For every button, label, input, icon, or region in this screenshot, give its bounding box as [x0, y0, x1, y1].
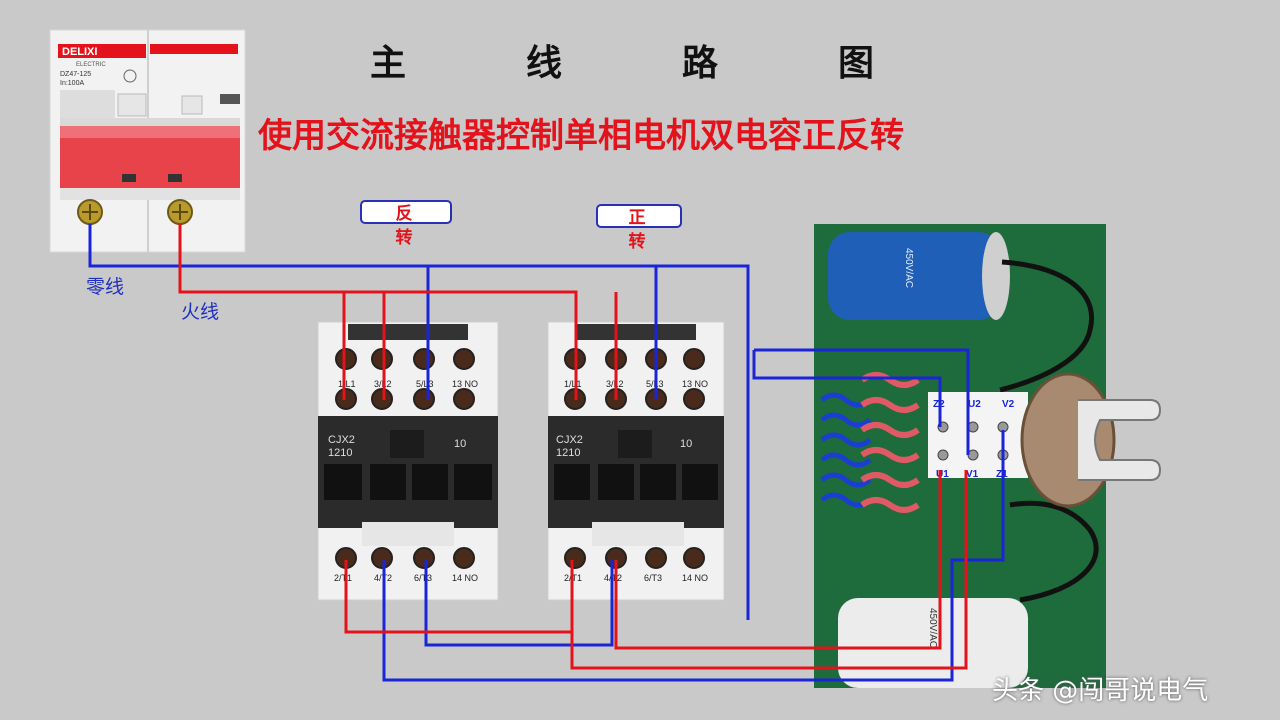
motor-terminal-label: V2: [1002, 399, 1015, 410]
aux-code: 10: [454, 438, 466, 450]
contactor-model: CJX2: [328, 434, 355, 446]
auxiliary-winding: [820, 392, 872, 508]
neutral-wire: [424, 560, 614, 647]
breaker-brand-sub: ELECTRIC: [76, 62, 106, 68]
terminal-label: 6/T3: [644, 573, 662, 583]
live-wire: [570, 470, 968, 670]
cert-mark-icon: [123, 69, 137, 83]
breaker-window-left: [117, 93, 147, 117]
neutral-wire: [382, 430, 1005, 682]
contactor-model-number: 1210: [556, 447, 580, 459]
breaker-spec-plate: [60, 90, 115, 118]
motor-terminal-label: U2: [968, 399, 981, 410]
breaker-brand-bar: [58, 44, 146, 58]
neutral-wire: [754, 348, 970, 455]
terminal-label: 14 NO: [682, 573, 708, 583]
breaker-top-bar-right: [150, 44, 238, 54]
watermark: 头条 @闯哥说电气: [992, 676, 1209, 706]
capacitor-marking: 450V/AC: [903, 248, 914, 288]
breaker-rating: In:100A: [60, 80, 84, 87]
terminal-label: 5/L3: [416, 379, 434, 389]
breaker-brand: DELIXI: [62, 46, 97, 58]
capacitor-marking: 450V/AC: [927, 608, 938, 648]
motor-panel: 450V/AC 450V/AC Z2 U2 V2 U1 V1 Z1: [814, 224, 1162, 688]
contactor-reverse: 1/L1 3/L2 5/L3 13 NO CJX2 1210 10 2/T1 4…: [317, 321, 499, 601]
neutral-wire: [88, 224, 430, 400]
motor-terminal-label: U1: [936, 469, 949, 480]
main-winding: [860, 372, 920, 513]
live-wire: [344, 560, 574, 634]
contactor-model-number: 1210: [328, 447, 352, 459]
page-subtitle: 使用交流接触器控制单相电机双电容正反转: [258, 116, 904, 156]
start-capacitor: [828, 232, 1000, 320]
motor-terminal-label: V1: [966, 469, 979, 480]
terminal-label: 6/T3: [414, 573, 432, 583]
contactor-forward: 1/L1 3/L2 5/L3 13 NO CJX2 1210 10 2/T1 4…: [547, 321, 725, 601]
page-title: 主 线 路 图: [370, 42, 917, 84]
terminal-label: 13 NO: [452, 379, 478, 389]
forward-label: 正 转: [596, 204, 682, 252]
aux-code: 10: [680, 438, 692, 450]
terminal-label: 2/T1: [334, 573, 352, 583]
neutral-wire: [656, 264, 750, 620]
neutral-label: 零线: [86, 276, 125, 298]
breaker-window-right: [181, 95, 203, 115]
wiring: [88, 224, 1005, 682]
reverse-label: 反 转: [360, 200, 452, 248]
motor-terminal-board: [928, 392, 1028, 478]
terminal-label: 1/L1: [338, 379, 356, 389]
terminal-label: 1/L1: [564, 379, 582, 389]
breaker-slot: [220, 94, 240, 104]
live-wire: [178, 224, 578, 400]
live-wire: [614, 470, 942, 650]
circuit-breaker: DELIXI ELECTRIC DZ47-125 In:100A: [49, 29, 246, 253]
terminal-label: 14 NO: [452, 573, 478, 583]
contactor-model: CJX2: [556, 434, 583, 446]
terminal-label: 13 NO: [682, 379, 708, 389]
live-label: 火线: [181, 301, 220, 323]
breaker-model: DZ47-125: [60, 71, 91, 78]
neutral-wire: [752, 350, 942, 427]
run-capacitor: [838, 598, 1028, 688]
